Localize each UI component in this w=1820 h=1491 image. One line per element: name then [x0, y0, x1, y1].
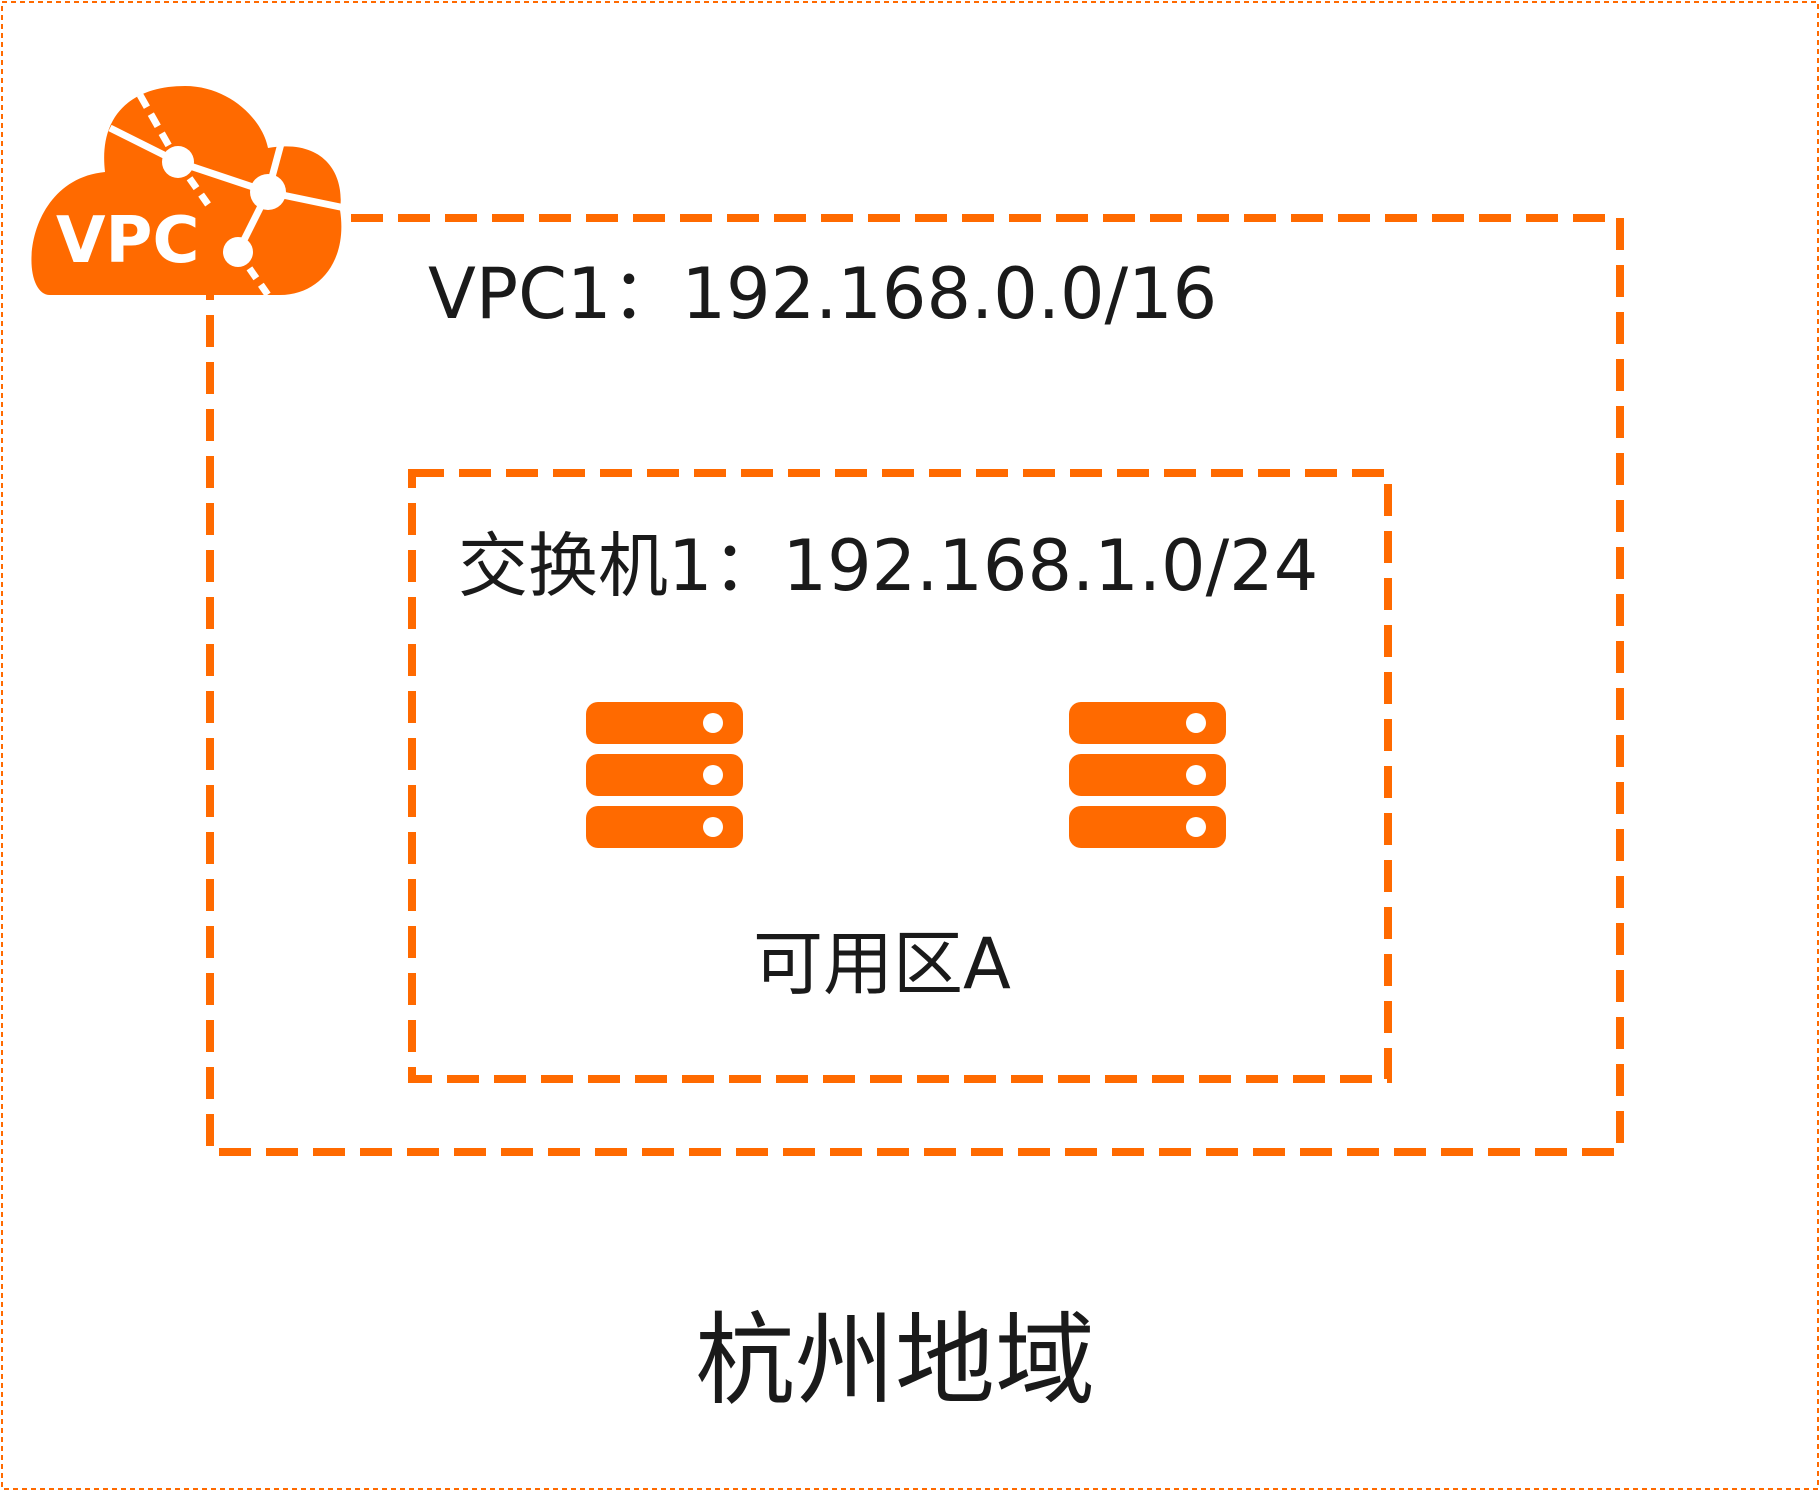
vpc-boundary: [206, 214, 1624, 1156]
region-label: 杭州地域: [695, 1302, 1095, 1419]
zone-label: 可用区A: [753, 923, 1011, 1005]
vpc-icon-text: VPC: [56, 204, 199, 278]
vpc-label: VPC1：192.168.0.0/16: [428, 253, 1217, 335]
vswitch-label: 交换机1：192.168.1.0/24: [458, 525, 1318, 607]
vpc-cloud-icon: VPC: [31, 86, 346, 298]
server-icon: [1069, 702, 1226, 848]
server-icon: [586, 702, 743, 848]
vswitch-boundary: [408, 469, 1392, 1083]
